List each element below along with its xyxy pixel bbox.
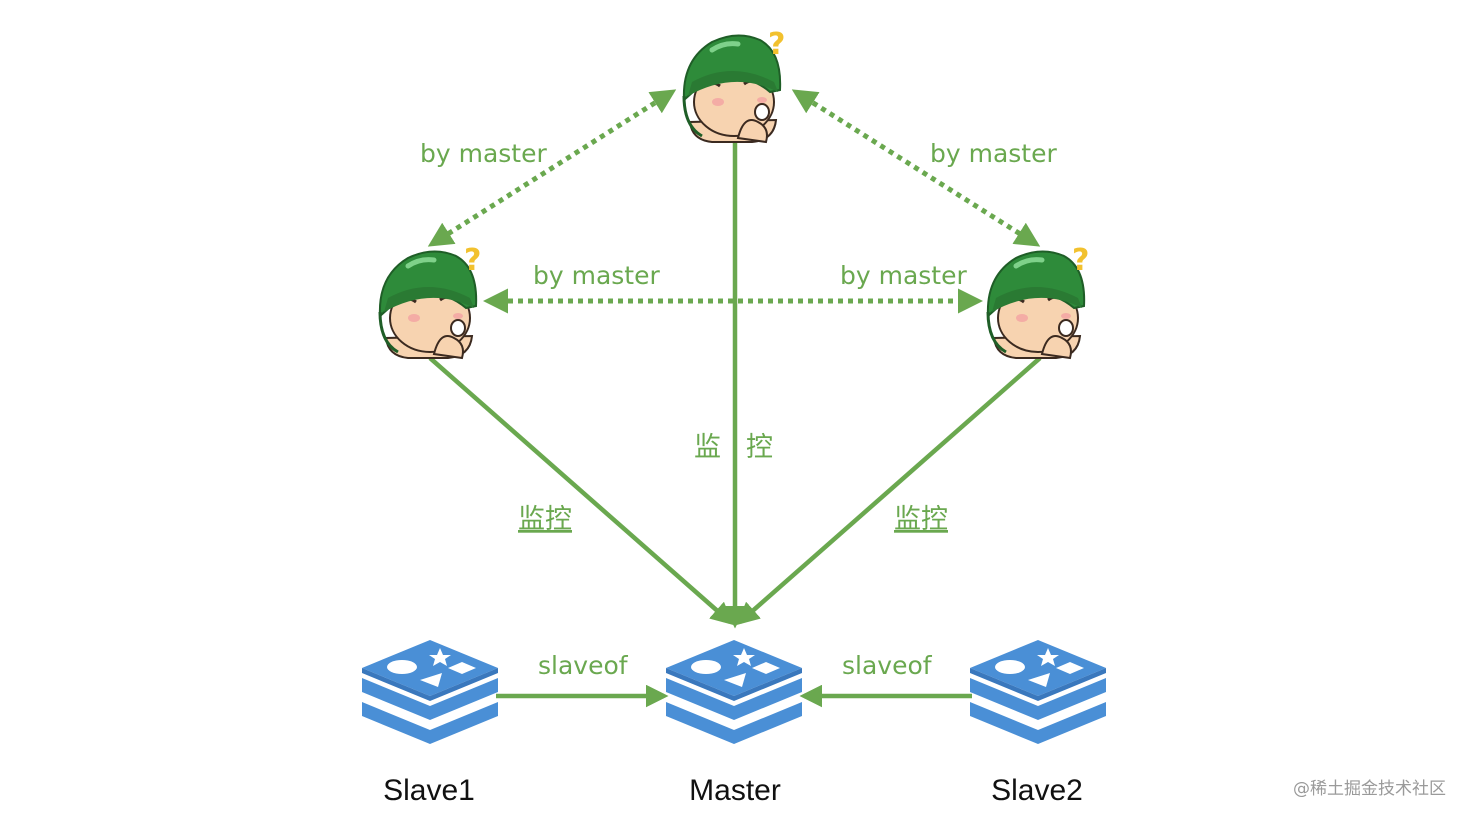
edge-label-slaveof-right: slaveof bbox=[842, 651, 933, 680]
redis-icon bbox=[362, 640, 498, 744]
edge-label-top-right: by master bbox=[930, 139, 1057, 168]
edge-label-right-mid: by master bbox=[840, 261, 967, 290]
node-label-slave2: Slave2 bbox=[991, 774, 1083, 807]
link-top-left bbox=[427, 89, 677, 247]
redis-icon bbox=[970, 640, 1106, 744]
edge-label-left-mid: by master bbox=[533, 261, 660, 290]
link-top-right bbox=[791, 89, 1041, 247]
watermark: @稀土掘金技术社区 bbox=[1293, 779, 1446, 799]
monitor-right-line bbox=[736, 356, 1042, 625]
monitor-links bbox=[428, 142, 1042, 629]
edge-label-monitor-left: 监控 bbox=[518, 504, 572, 535]
edge-label-slaveof-left: slaveof bbox=[538, 651, 629, 680]
monitor-left-line bbox=[428, 356, 734, 625]
sentinel-soldier-icon bbox=[380, 243, 482, 358]
edge-label-monitor-center-b: 控 bbox=[746, 432, 773, 463]
node-label-master: Master bbox=[689, 774, 781, 807]
edge-label-monitor-right: 监控 bbox=[894, 504, 948, 535]
node-label-slave1: Slave1 bbox=[383, 774, 475, 807]
edge-label-top-left: by master bbox=[420, 139, 547, 168]
edge-label-monitor-center-a: 监 bbox=[694, 432, 721, 463]
redis-icon bbox=[666, 640, 802, 744]
sentinel-soldier-icon bbox=[684, 27, 786, 142]
sentinel-soldier-icon bbox=[988, 243, 1090, 358]
